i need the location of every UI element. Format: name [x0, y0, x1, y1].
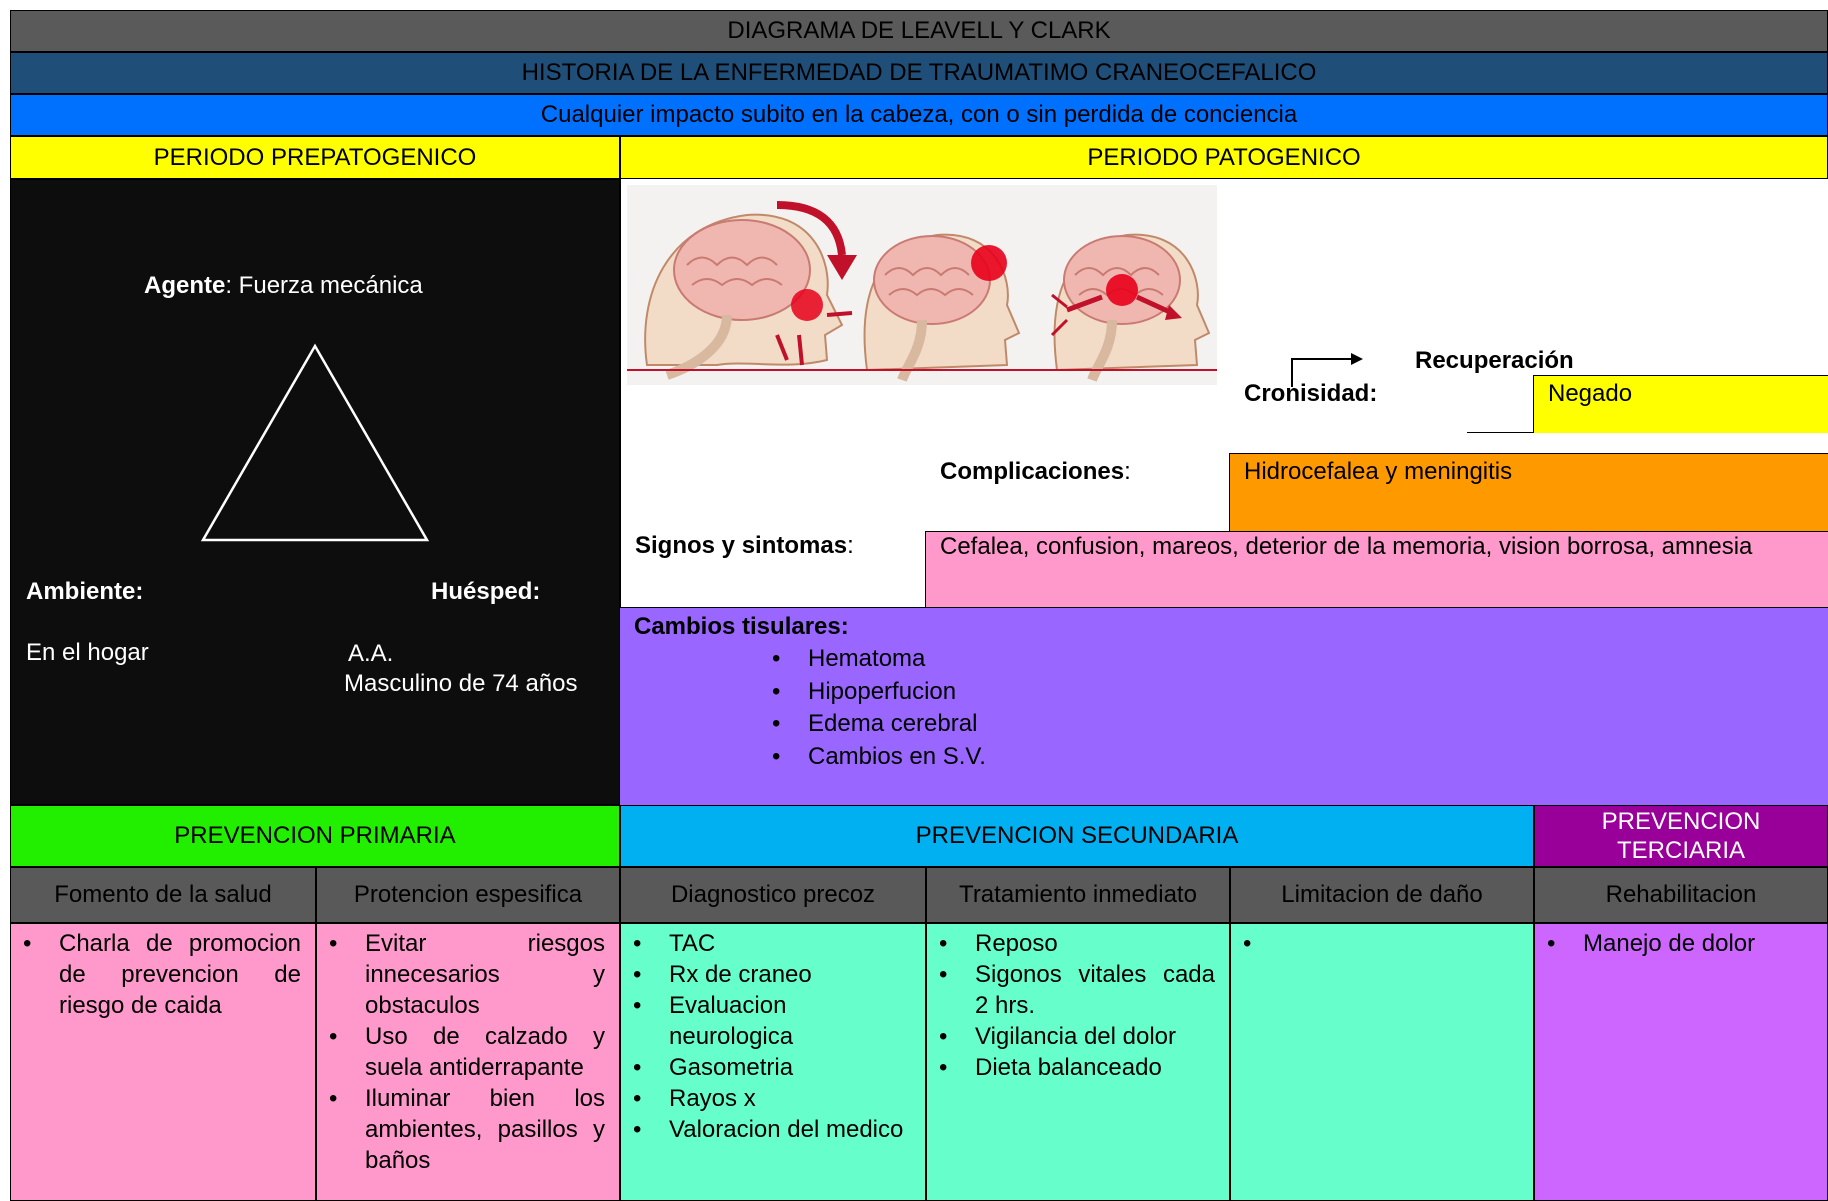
ambiente-label: Ambiente:: [26, 578, 144, 605]
prepatogenic-panel: Agente: Fuerza mecánica Ambiente: Huéspe…: [10, 179, 620, 805]
proteccion-item: Iluminar bien los ambientes, pasillos y …: [317, 1083, 605, 1176]
column-body-fomento: Charla de promocion de prevencion de rie…: [10, 923, 316, 1201]
recuperacion-label: Recuperación: [1415, 347, 1574, 374]
column-body-proteccion: Evitar riesgos innecesarios y obstaculos…: [316, 923, 620, 1201]
cambios-item: Hipoperfucion: [760, 676, 986, 709]
diagnostico-item: Gasometria: [621, 1052, 911, 1083]
diagram-title: DIAGRAMA DE LEAVELL Y CLARK: [10, 10, 1828, 52]
period-prepatogenico-header: PERIODO PREPATOGENICO: [10, 136, 620, 179]
fomento-list: Charla de promocion de prevencion de rie…: [11, 928, 301, 1021]
column-body-limitacion: [1230, 923, 1534, 1201]
tratamiento-item: Vigilancia del dolor: [927, 1021, 1215, 1052]
tratamiento-item: Reposo: [927, 928, 1215, 959]
prevencion-primaria-header: PREVENCION PRIMARIA: [10, 805, 620, 867]
cambios-item: Edema cerebral: [760, 708, 986, 741]
signos-label-text: Signos y sintomas: [635, 532, 848, 559]
recuperacion-arrow: [1291, 353, 1363, 387]
huesped-line-2: Masculino de 74 años: [344, 670, 578, 697]
tratamiento-item: Dieta balanceado: [927, 1052, 1215, 1083]
agente-label: Agente: [144, 272, 226, 299]
proteccion-list: Evitar riesgos innecesarios y obstaculos…: [317, 928, 605, 1176]
signos-box: Cefalea, confusion, mareos, deterior de …: [925, 531, 1828, 607]
cambios-tisulares-panel: Cambios tisulares: Hematoma Hipoperfucio…: [620, 607, 1828, 805]
diagram-subtitle: HISTORIA DE LA ENFERMEDAD DE TRAUMATIMO …: [10, 52, 1828, 94]
triangle-shape: [200, 343, 430, 542]
diagnostico-list: TAC Rx de craneo Evaluacion neurologica …: [621, 928, 911, 1145]
diagnostico-item: Rayos x: [621, 1083, 911, 1114]
column-header-tratamiento: Tratamiento inmediato: [926, 867, 1230, 923]
rehabilitacion-item: Manejo de dolor: [1535, 928, 1821, 959]
cronicidad-label: Cronisidad:: [1244, 380, 1378, 407]
complicaciones-label-text: Complicaciones: [940, 458, 1125, 485]
period-patogenico-header: PERIODO PATOGENICO: [620, 136, 1828, 179]
prevencion-terciaria-header: PREVENCION TERCIARIA: [1534, 805, 1828, 867]
head-3: [1050, 233, 1211, 382]
tratamiento-list: Reposo Sigonos vitales cada 2 hrs. Vigil…: [927, 928, 1215, 1083]
huesped-label: Huésped:: [431, 578, 541, 605]
prevencion-secundaria-header: PREVENCION SECUNDARIA: [620, 805, 1534, 867]
rehabilitacion-list: Manejo de dolor: [1535, 928, 1821, 959]
column-body-diagnostico: TAC Rx de craneo Evaluacion neurologica …: [620, 923, 926, 1201]
epidemiological-triangle: [200, 343, 430, 542]
column-body-rehabilitacion: Manejo de dolor: [1534, 923, 1828, 1201]
diagnostico-item: TAC: [621, 928, 911, 959]
signos-label: Signos y sintomas:: [635, 532, 854, 560]
complicaciones-box: Hidrocefalea y meningitis: [1229, 453, 1828, 531]
tratamiento-item: Sigonos vitales cada 2 hrs.: [927, 959, 1215, 1021]
complicaciones-label: Complicaciones:: [940, 458, 1131, 486]
head-1: [644, 201, 857, 380]
head-trauma-illustration: [627, 185, 1217, 385]
signos-colon: :: [847, 532, 854, 559]
column-header-diagnostico: Diagnostico precoz: [620, 867, 926, 923]
agente-value: : Fuerza mecánica: [225, 272, 423, 299]
column-header-rehabilitacion: Rehabilitacion: [1534, 867, 1828, 923]
diagnostico-item: Rx de craneo: [621, 959, 911, 990]
head-2: [863, 233, 1021, 382]
huesped-value: A.A. Masculino de 74 años: [344, 639, 577, 699]
column-header-limitacion: Limitacion de daño: [1230, 867, 1534, 923]
column-body-tratamiento: Reposo Sigonos vitales cada 2 hrs. Vigil…: [926, 923, 1230, 1201]
agente-text: Agente: Fuerza mecánica: [144, 272, 423, 300]
column-header-fomento: Fomento de la salud: [10, 867, 316, 923]
complicaciones-colon: :: [1124, 458, 1131, 485]
cambios-list: Hematoma Hipoperfucion Edema cerebral Ca…: [760, 643, 986, 773]
cambios-item: Cambios en S.V.: [760, 741, 986, 774]
disease-definition: Cualquier impacto subito en la cabeza, c…: [10, 94, 1828, 136]
fomento-item: Charla de promocion de prevencion de rie…: [11, 928, 301, 1021]
column-header-proteccion: Protencion espesifica: [316, 867, 620, 923]
proteccion-item: Evitar riesgos innecesarios y obstaculos: [317, 928, 605, 1021]
diagnostico-item: Valoracion del medico: [621, 1114, 911, 1145]
cronicidad-box: Negado: [1533, 375, 1828, 433]
proteccion-item: Uso de calzado y suela antiderrapante: [317, 1021, 605, 1083]
ambiente-value: En el hogar: [26, 639, 149, 666]
diagnostico-item: Evaluacion neurologica: [621, 990, 911, 1052]
cambios-item: Hematoma: [760, 643, 986, 676]
cronicidad-step-line: [1467, 432, 1533, 433]
huesped-line-1: A.A.: [348, 640, 394, 667]
pathogenic-panel: Recuperación Cronisidad: Negado Complica…: [620, 179, 1828, 607]
cambios-label: Cambios tisulares:: [634, 613, 849, 640]
